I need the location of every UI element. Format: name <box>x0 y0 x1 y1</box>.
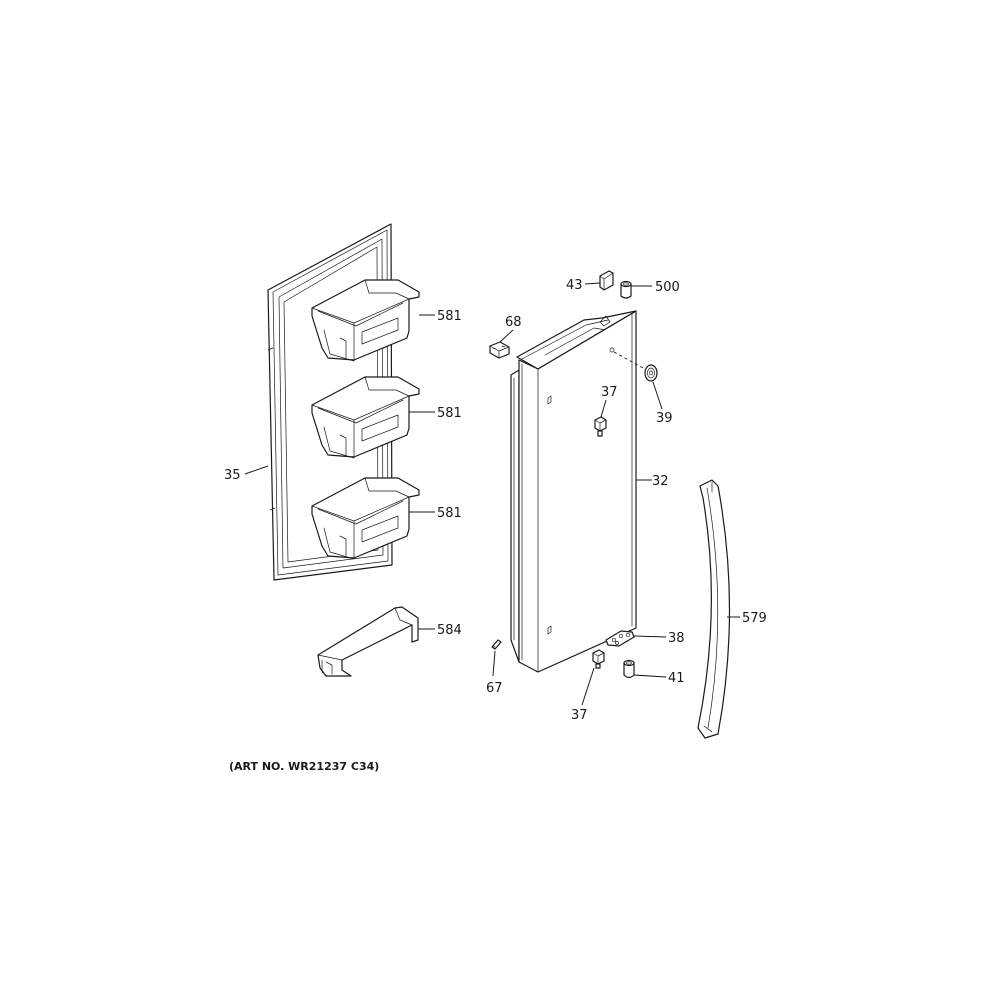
callout-41: 41 <box>668 671 685 686</box>
pin-67 <box>491 639 502 650</box>
callout-584: 584 <box>437 623 462 638</box>
door-bin-581-middle <box>311 376 420 459</box>
door-bin-581-top <box>311 279 420 362</box>
door-shelf-584 <box>317 606 419 677</box>
callout-38: 38 <box>668 631 685 646</box>
leader-lines <box>244 282 740 706</box>
callout-581-bottom: 581 <box>437 506 462 521</box>
art-number: (ART NO. WR21237 C34) <box>229 760 379 773</box>
door-bin-581-bottom <box>311 477 420 560</box>
door-handle-579 <box>697 479 731 739</box>
top-hinge-43 <box>599 270 614 291</box>
callout-35: 35 <box>224 468 241 483</box>
callout-37-lower: 37 <box>571 708 588 723</box>
callout-labels: 35 581 581 581 584 68 43 500 39 37 32 57… <box>224 278 767 723</box>
callout-579: 579 <box>742 611 767 626</box>
callout-68: 68 <box>505 315 522 330</box>
callout-43: 43 <box>566 278 583 293</box>
bushing-41 <box>623 659 635 679</box>
bottom-hinge-38 <box>605 630 635 647</box>
callout-581-top: 581 <box>437 309 462 324</box>
callout-39: 39 <box>656 411 673 426</box>
bracket-68 <box>489 341 510 359</box>
fresh-food-door-32 <box>510 310 637 673</box>
callout-581-middle: 581 <box>437 406 462 421</box>
callout-32: 32 <box>652 474 669 489</box>
bushing-500 <box>620 280 632 299</box>
callout-500: 500 <box>655 280 680 295</box>
door-stop-37-lower <box>592 649 605 669</box>
plug-39 <box>644 364 658 382</box>
callout-67: 67 <box>486 681 503 696</box>
callout-37-upper: 37 <box>601 385 618 400</box>
